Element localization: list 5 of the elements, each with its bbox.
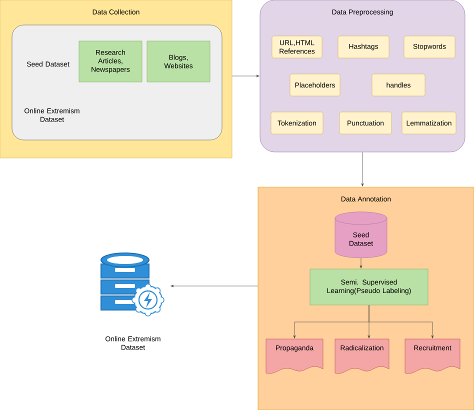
- arrow: [361, 152, 364, 186]
- arrow: [368, 305, 434, 338]
- arrow: [170, 284, 258, 288]
- arrow: [256, 74, 260, 78]
- arrow: [360, 258, 362, 268]
